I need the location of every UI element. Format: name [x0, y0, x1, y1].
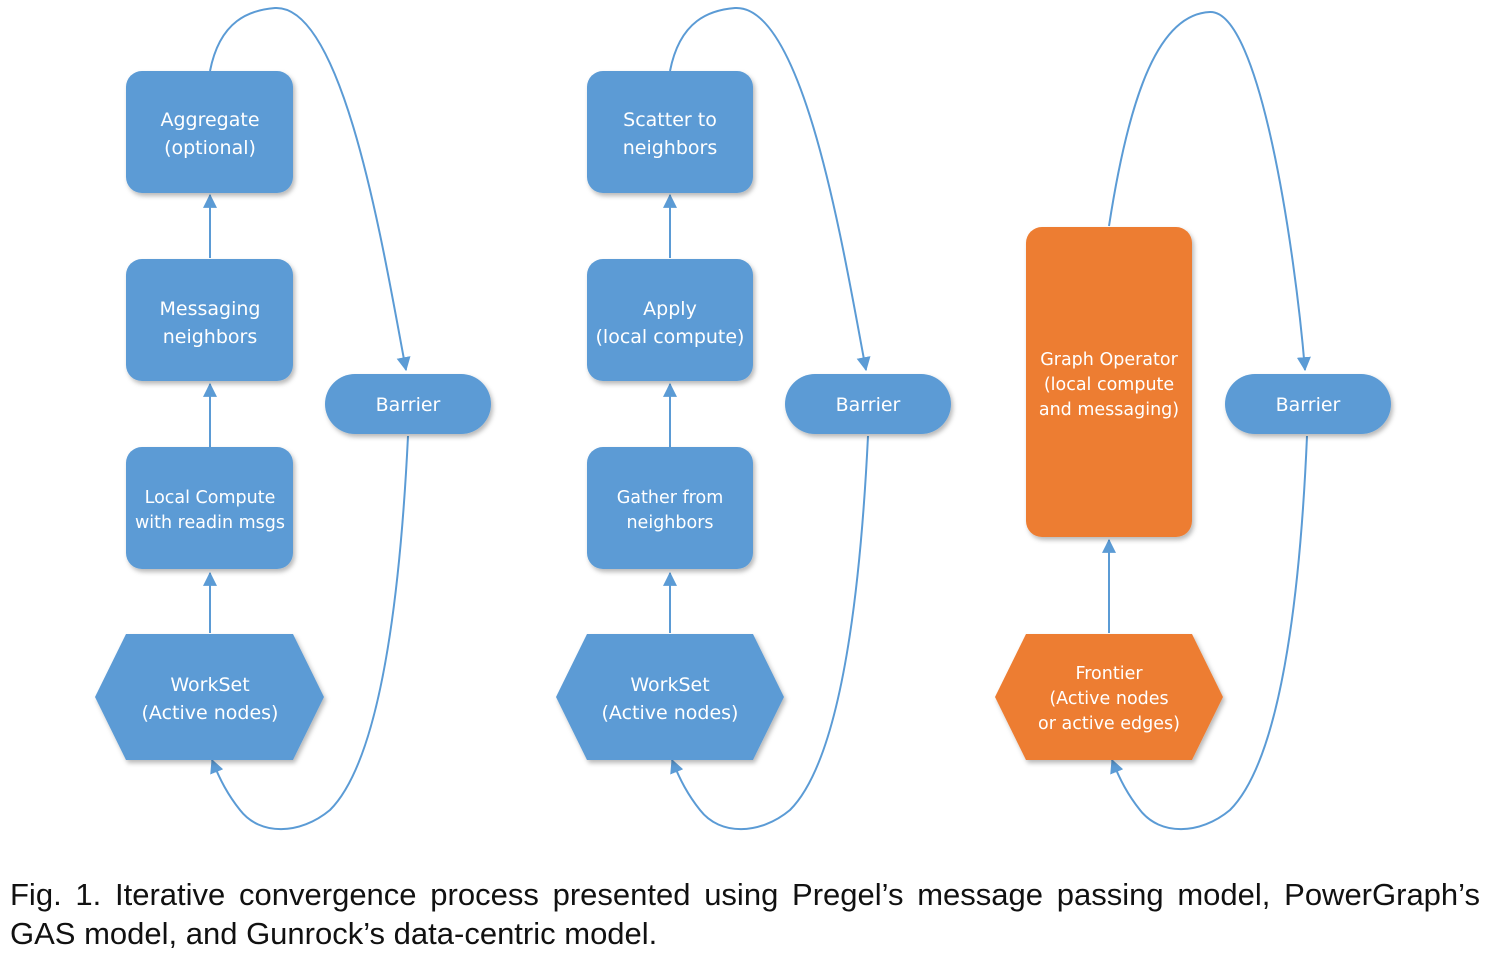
gas-diagram: Scatter to neighbors Apply (local comput… [556, 6, 951, 831]
gunrock-operator-line2: (local compute [1044, 375, 1174, 395]
pregel-loop-bottom-arrow [210, 435, 409, 831]
gas-barrier: Barrier [785, 374, 951, 434]
pregel-messaging-line2: neighbors [163, 326, 258, 348]
gunrock-operator-line3: and messaging) [1039, 400, 1179, 420]
gunrock-frontier-line3: or active edges) [1038, 714, 1180, 734]
gas-gather-box: Gather from neighbors [587, 447, 753, 569]
gas-barrier-label: Barrier [836, 394, 901, 416]
gas-workset-line2: (Active nodes) [602, 702, 739, 724]
gunrock-barrier: Barrier [1225, 374, 1391, 434]
pregel-barrier: Barrier [325, 374, 491, 434]
gas-workset-hexagon: WorkSet (Active nodes) [556, 634, 784, 760]
pregel-messaging-line1: Messaging [160, 298, 261, 320]
figure-caption: Fig. 1. Iterative convergence process pr… [10, 877, 1480, 951]
pregel-local-compute-box: Local Compute with readin msgs [126, 447, 293, 569]
gunrock-frontier-line1: Frontier [1075, 664, 1143, 684]
gas-gather-line2: neighbors [626, 513, 713, 533]
gas-apply-box: Apply (local compute) [587, 259, 753, 381]
gunrock-frontier-hexagon: Frontier (Active nodes or active edges) [995, 634, 1223, 760]
pregel-workset-hexagon: WorkSet (Active nodes) [95, 634, 324, 760]
gas-loop-bottom-arrow [670, 435, 869, 831]
gunrock-graph-operator-box: Graph Operator (local compute and messag… [1026, 227, 1192, 537]
gunrock-frontier-line2: (Active nodes [1049, 689, 1168, 709]
gas-gather-line1: Gather from [617, 488, 724, 508]
pregel-barrier-label: Barrier [376, 394, 441, 416]
pregel-aggregate-line2: (optional) [164, 137, 256, 159]
gas-scatter-line2: neighbors [623, 137, 718, 159]
gas-scatter-box: Scatter to neighbors [587, 71, 753, 193]
pregel-local-compute-line1: Local Compute [145, 488, 276, 508]
gas-apply-line1: Apply [643, 298, 697, 320]
gas-scatter-line1: Scatter to [623, 109, 717, 131]
pregel-aggregate-box: Aggregate (optional) [126, 71, 293, 193]
gunrock-loop-bottom-arrow [1110, 435, 1308, 831]
convergence-diagram: Aggregate (optional) Messaging neighbors… [95, 6, 1391, 831]
gas-loop-top-arrow [669, 6, 871, 372]
pregel-loop-top-arrow [209, 6, 411, 372]
pregel-workset-line1: WorkSet [170, 674, 249, 696]
pregel-messaging-box: Messaging neighbors [126, 259, 293, 381]
pregel-aggregate-line1: Aggregate [160, 109, 259, 131]
gunrock-diagram: Graph Operator (local compute and messag… [995, 10, 1391, 831]
gunrock-loop-top-arrow [1108, 10, 1311, 372]
gunrock-operator-line1: Graph Operator [1040, 350, 1178, 370]
gas-apply-line2: (local compute) [596, 326, 745, 348]
pregel-local-compute-line2: with readin msgs [135, 513, 285, 533]
pregel-workset-line2: (Active nodes) [142, 702, 279, 724]
gas-workset-line1: WorkSet [630, 674, 709, 696]
gunrock-barrier-label: Barrier [1276, 394, 1341, 416]
pregel-diagram: Aggregate (optional) Messaging neighbors… [95, 6, 491, 831]
